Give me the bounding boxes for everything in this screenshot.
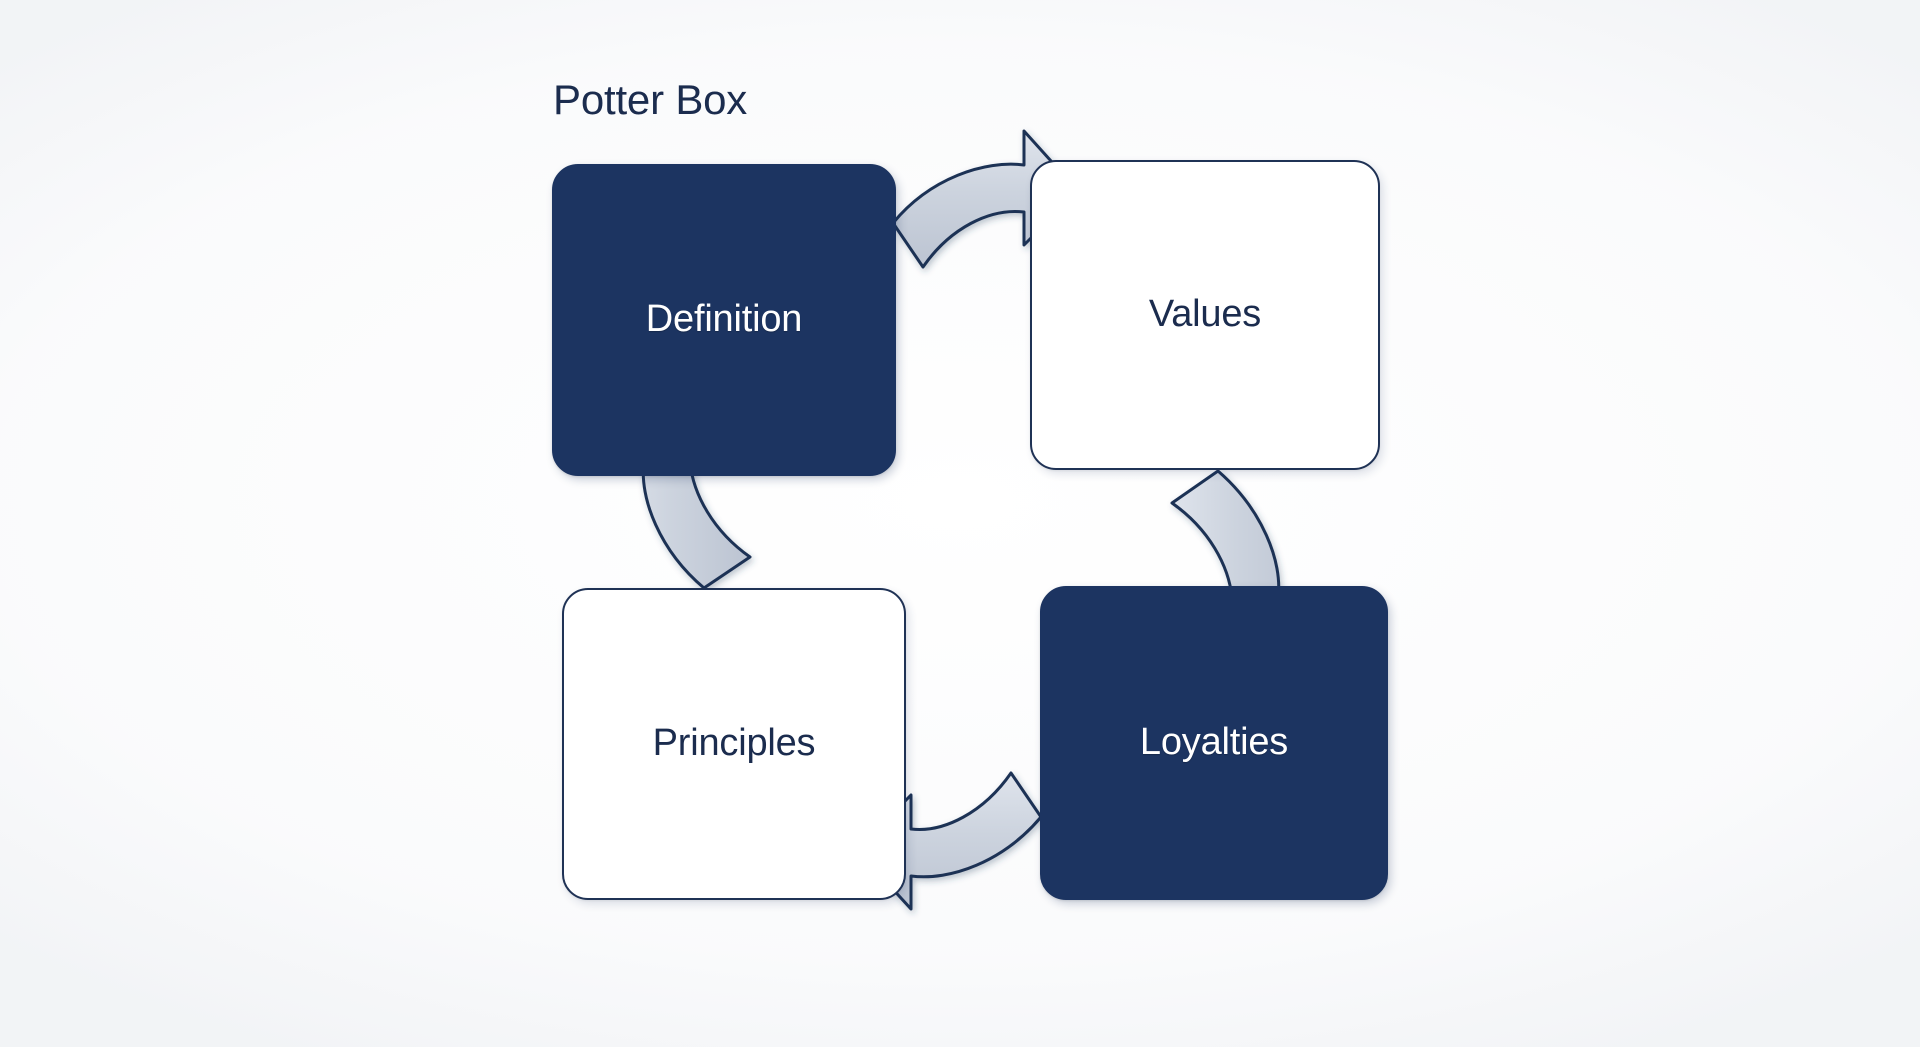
page-title: Potter Box: [553, 76, 748, 123]
node-loyalties-label: Loyalties: [1139, 721, 1289, 764]
node-definition[interactable]: Definition: [552, 164, 896, 476]
node-values[interactable]: Values: [1030, 160, 1380, 470]
node-principles[interactable]: Principles: [562, 588, 906, 900]
node-definition-label: Definition: [645, 298, 803, 341]
node-values-label: Values: [1148, 293, 1262, 336]
node-principles-label: Principles: [652, 722, 816, 765]
node-loyalties[interactable]: Loyalties: [1040, 586, 1388, 900]
